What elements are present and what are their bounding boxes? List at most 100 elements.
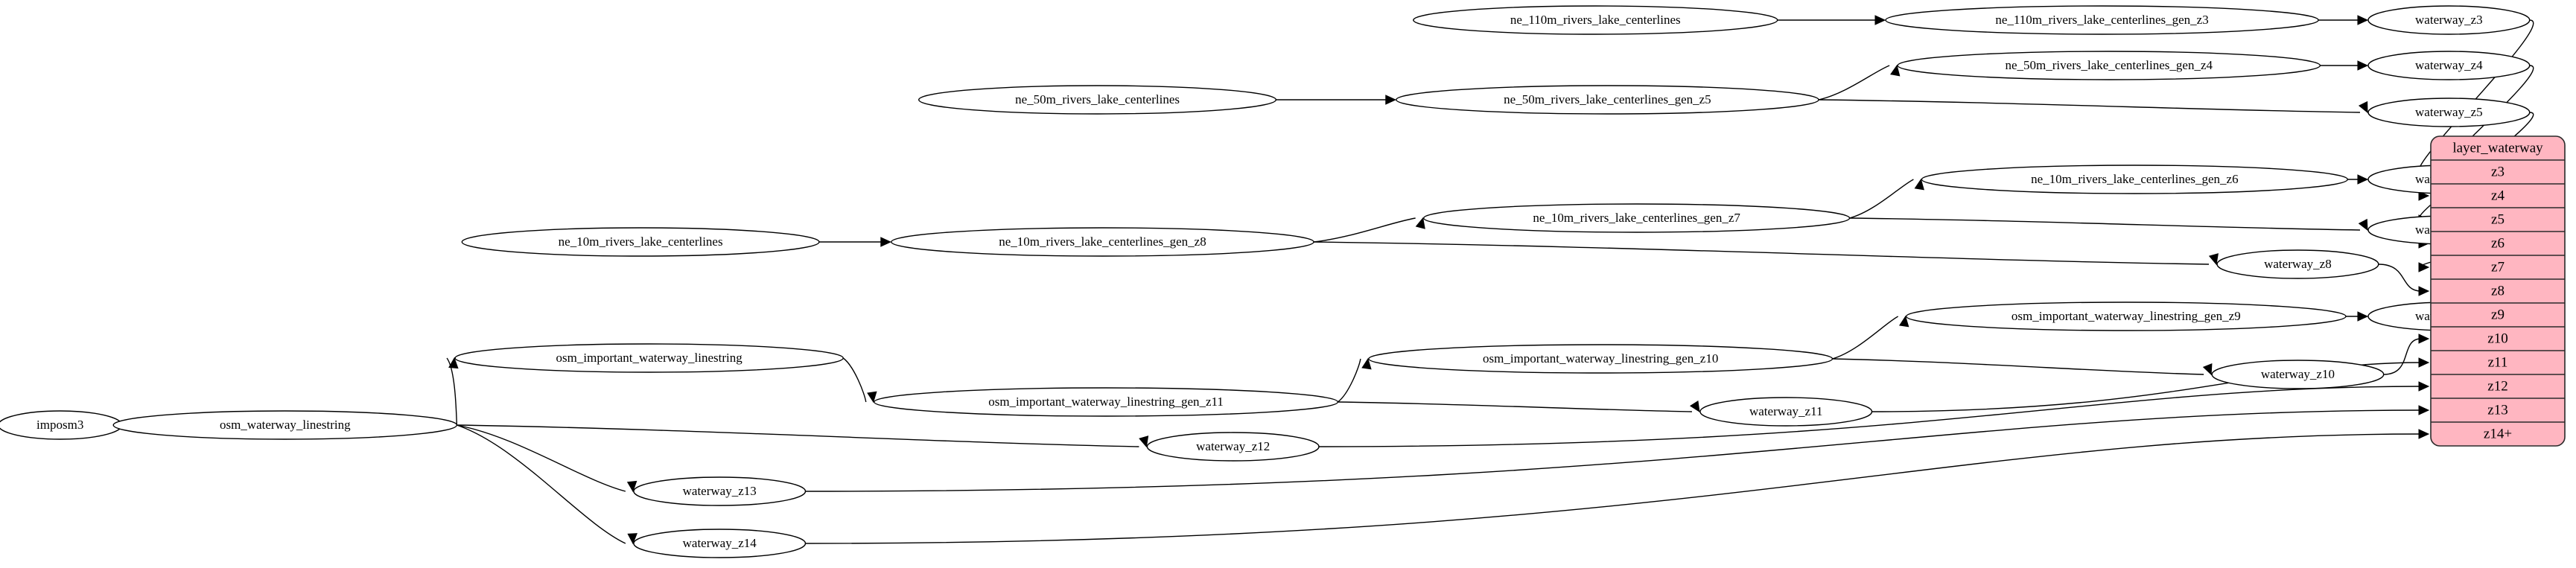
edge-arrowhead — [2358, 100, 2368, 114]
table-row-z11[interactable]: z11 — [2488, 354, 2508, 370]
edge-osm_important_waterway_linestring-to-osm_important_waterway_linestring_gen_z11 — [842, 357, 867, 403]
table-row-z10[interactable]: z10 — [2487, 331, 2507, 346]
edge-waterway_z10-to-layer_waterway-z10 — [2383, 338, 2422, 375]
node-osm_important_waterway_linestring_gen_z11[interactable]: osm_important_waterway_linestring_gen_z1… — [874, 387, 1339, 417]
edge-arrowhead — [1415, 217, 1425, 229]
node-ne_50m_rivers_lake_centerlines_gen_z5[interactable]: ne_50m_rivers_lake_centerlines_gen_z5 — [1396, 85, 1819, 115]
node-ne_110m_rivers_lake_centerlines[interactable]: ne_110m_rivers_lake_centerlines — [1413, 5, 1778, 35]
edge-ne_10m_rivers_lake_centerlines_gen_z8-to-ne_10m_rivers_lake_centerlines_gen_z7 — [1314, 217, 1416, 243]
edge-osm_waterway_linestring-to-waterway_z12 — [457, 424, 1139, 447]
edge-arrowhead — [2357, 60, 2369, 71]
node-label-waterway_z12: waterway_z12 — [1196, 439, 1270, 453]
node-waterway_z8[interactable]: waterway_z8 — [2216, 249, 2379, 279]
node-waterway_z4[interactable]: waterway_z4 — [2367, 51, 2531, 80]
edge-arrowhead — [1361, 357, 1372, 370]
node-shape-ne_10m_rivers_lake_centerlines_gen_z6 — [1921, 165, 2349, 194]
node-label-waterway_z5: waterway_z5 — [2415, 105, 2483, 119]
node-ne_10m_rivers_lake_centerlines_gen_z6[interactable]: ne_10m_rivers_lake_centerlines_gen_z6 — [1921, 165, 2349, 194]
table-row-z4[interactable]: z4 — [2491, 188, 2505, 203]
node-label-osm_important_waterway_linestring_gen_z10: osm_important_waterway_linestring_gen_z1… — [1483, 351, 1718, 366]
node-shape-ne_50m_rivers_lake_centerlines_gen_z4 — [1897, 51, 2321, 80]
node-label-waterway_z3: waterway_z3 — [2415, 13, 2483, 27]
edge-arrowhead — [2358, 218, 2368, 232]
node-waterway_z3[interactable]: waterway_z3 — [2367, 5, 2531, 35]
edge-arrowhead — [2357, 311, 2369, 322]
node-shape-waterway_z4 — [2367, 51, 2531, 80]
node-shape-waterway_z8 — [2216, 249, 2379, 279]
edge-arrowhead — [1139, 435, 1149, 448]
edge-arrowhead — [2418, 357, 2430, 368]
node-waterway_z5[interactable]: waterway_z5 — [2367, 98, 2531, 127]
edge-arrowhead — [2202, 363, 2213, 376]
node-shape-osm_important_waterway_linestring_gen_z9 — [1905, 301, 2347, 331]
edge-arrowhead — [880, 237, 892, 247]
node-osm_waterway_linestring[interactable]: osm_waterway_linestring — [112, 410, 458, 440]
table-row-z5[interactable]: z5 — [2491, 211, 2505, 227]
node-label-waterway_z8: waterway_z8 — [2264, 257, 2332, 271]
node-shape-waterway_z3 — [2367, 5, 2531, 35]
layer-waterway-table-title: layer_waterway — [2452, 140, 2543, 156]
node-waterway_z14[interactable]: waterway_z14 — [633, 529, 807, 558]
edge-osm_important_waterway_linestring_gen_z11-to-osm_important_waterway_linestring_gen_z10 — [1337, 358, 1361, 403]
edge-ne_10m_rivers_lake_centerlines_gen_z8-to-waterway_z8 — [1314, 241, 2210, 265]
node-ne_10m_rivers_lake_centerlines_gen_z7[interactable]: ne_10m_rivers_lake_centerlines_gen_z7 — [1422, 203, 1851, 233]
edge-osm_important_waterway_linestring_gen_z11-to-waterway_z11 — [1338, 401, 1692, 412]
node-label-ne_110m_rivers_lake_centerlines: ne_110m_rivers_lake_centerlines — [1510, 13, 1681, 27]
edge-ne_10m_rivers_lake_centerlines_gen_z7-to-waterway_z7 — [1849, 217, 2360, 231]
edge-arrowhead — [626, 480, 637, 493]
node-osm_important_waterway_linestring[interactable]: osm_important_waterway_linestring — [454, 343, 844, 373]
node-osm_important_waterway_linestring_gen_z9[interactable]: osm_important_waterway_linestring_gen_z9 — [1905, 301, 2347, 331]
edge-arrowhead — [2418, 334, 2430, 344]
edge-arrowhead — [2208, 253, 2219, 266]
edge-arrowhead — [1890, 64, 1901, 77]
edge-arrowhead — [2357, 174, 2369, 185]
node-imposm3[interactable]: imposm3 — [0, 410, 123, 440]
table-row-z3[interactable]: z3 — [2491, 164, 2505, 179]
edge-arrowhead — [1898, 315, 1909, 328]
node-ne_10m_rivers_lake_centerlines[interactable]: ne_10m_rivers_lake_centerlines — [461, 227, 820, 257]
node-ne_110m_rivers_lake_centerlines_gen_z3[interactable]: ne_110m_rivers_lake_centerlines_gen_z3 — [1885, 5, 2319, 35]
edge-waterway_z13-to-layer_waterway-z13 — [805, 409, 2422, 492]
node-label-ne_10m_rivers_lake_centerlines_gen_z6: ne_10m_rivers_lake_centerlines_gen_z6 — [2031, 172, 2239, 186]
node-shape-ne_10m_rivers_lake_centerlines_gen_z7 — [1422, 203, 1851, 233]
node-label-ne_50m_rivers_lake_centerlines: ne_50m_rivers_lake_centerlines — [1015, 92, 1180, 106]
table-row-z6[interactable]: z6 — [2491, 235, 2505, 251]
edge-osm_waterway_linestring-to-waterway_z14 — [457, 424, 626, 544]
node-shape-waterway_z13 — [633, 476, 807, 506]
node-shape-waterway_z5 — [2367, 98, 2531, 127]
node-ne_10m_rivers_lake_centerlines_gen_z8[interactable]: ne_10m_rivers_lake_centerlines_gen_z8 — [891, 227, 1314, 257]
edge-arrowhead — [2357, 15, 2369, 25]
table-row-z8[interactable]: z8 — [2491, 283, 2505, 299]
edge-waterway_z3-to-layer_waterway-z3 — [2418, 19, 2534, 173]
edges-layer — [102, 15, 2534, 545]
node-shape-ne_110m_rivers_lake_centerlines — [1413, 5, 1778, 35]
node-shape-waterway_z14 — [633, 529, 807, 558]
edge-arrowhead — [2418, 429, 2430, 439]
edge-osm_waterway_linestring-to-osm_important_waterway_linestring — [446, 357, 458, 426]
node-label-osm_important_waterway_linestring_gen_z9: osm_important_waterway_linestring_gen_z9 — [2011, 309, 2241, 323]
table-row-z9[interactable]: z9 — [2491, 307, 2505, 322]
node-shape-waterway_z11 — [1699, 397, 1873, 427]
table-row-z12[interactable]: z12 — [2487, 378, 2507, 394]
edge-osm_important_waterway_linestring_gen_z10-to-waterway_z10 — [1832, 358, 2204, 375]
table-row-z7[interactable]: z7 — [2491, 259, 2505, 275]
node-shape-osm_important_waterway_linestring_gen_z10 — [1368, 344, 1834, 374]
node-waterway_z13[interactable]: waterway_z13 — [633, 476, 807, 506]
node-waterway_z10[interactable]: waterway_z10 — [2211, 360, 2385, 389]
table-row-z13[interactable]: z13 — [2487, 402, 2507, 418]
node-ne_50m_rivers_lake_centerlines[interactable]: ne_50m_rivers_lake_centerlines — [918, 85, 1277, 115]
table-row-z14plus[interactable]: z14+ — [2484, 426, 2512, 441]
node-label-waterway_z10: waterway_z10 — [2261, 367, 2335, 381]
edge-arrowhead — [867, 391, 877, 403]
node-ne_50m_rivers_lake_centerlines_gen_z4[interactable]: ne_50m_rivers_lake_centerlines_gen_z4 — [1897, 51, 2321, 80]
node-shape-ne_50m_rivers_lake_centerlines_gen_z5 — [1396, 85, 1819, 115]
node-osm_important_waterway_linestring_gen_z10[interactable]: osm_important_waterway_linestring_gen_z1… — [1368, 344, 1834, 374]
edge-arrowhead — [2418, 262, 2430, 272]
node-label-ne_50m_rivers_lake_centerlines_gen_z4: ne_50m_rivers_lake_centerlines_gen_z4 — [2006, 58, 2213, 72]
edge-arrowhead — [448, 357, 459, 369]
node-label-ne_10m_rivers_lake_centerlines_gen_z8: ne_10m_rivers_lake_centerlines_gen_z8 — [999, 234, 1206, 249]
node-waterway_z11[interactable]: waterway_z11 — [1699, 397, 1873, 427]
node-waterway_z12[interactable]: waterway_z12 — [1146, 432, 1320, 462]
node-label-osm_important_waterway_linestring_gen_z11: osm_important_waterway_linestring_gen_z1… — [988, 395, 1224, 409]
